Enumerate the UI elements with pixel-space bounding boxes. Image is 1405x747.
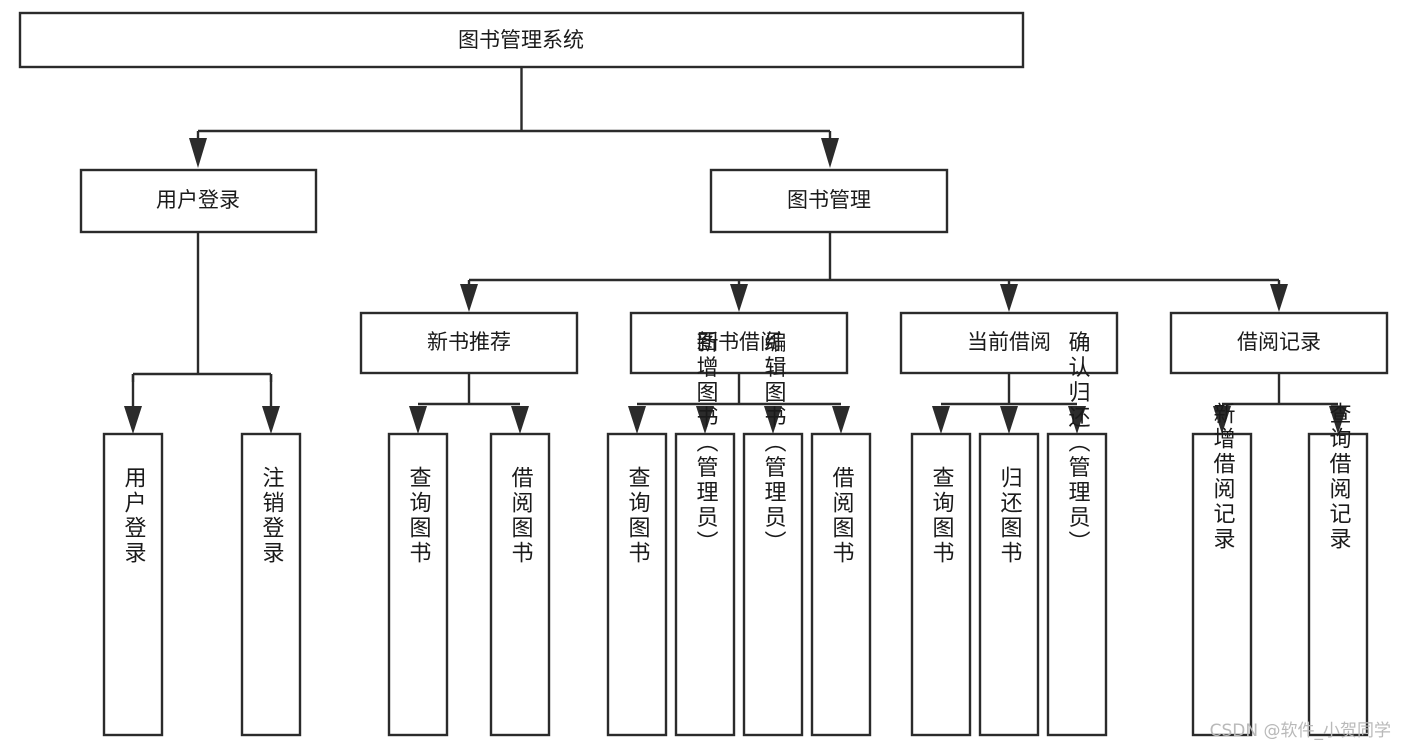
arrow-icon [511,406,529,434]
connector-borrow-record-to-leaves [1213,373,1347,434]
node-current-borrow-label: 当前借阅 [967,330,1051,354]
connector-new-book-to-leaves [409,373,529,434]
node-user-login[interactable]: 用户登录 [79,168,318,234]
node-leaf-add-book-admin[interactable]: 新增图书（管理员） [674,331,736,737]
node-leaf-query-book-borrow-label: 查询图书 [625,466,651,566]
connector-book-borrow-to-leaves [628,373,850,434]
node-leaf-borrow-book[interactable]: 借阅图书 [810,432,872,737]
node-leaf-query-book-current-label: 查询图书 [929,466,955,566]
node-leaf-query-book-recommend-label: 查询图书 [406,466,432,566]
node-user-login-label: 用户登录 [156,188,240,212]
node-leaf-query-borrow-record[interactable]: 查询借阅记录 [1307,402,1369,737]
node-book-management-label: 图书管理 [787,188,871,212]
arrow-icon [1068,406,1086,434]
node-leaf-query-book-borrow[interactable]: 查询图书 [606,432,668,737]
node-leaf-query-book-recommend[interactable]: 查询图书 [387,432,449,737]
arrow-icon [696,406,714,434]
arrow-icon [1000,406,1018,434]
node-root-book-management-system[interactable]: 图书管理系统 [18,11,1025,69]
arrow-icon [1000,284,1018,312]
node-new-book-recommend-label: 新书推荐 [427,330,511,354]
arrow-icon [821,138,839,168]
arrow-icon [832,406,850,434]
node-borrow-record[interactable]: 借阅记录 [1169,311,1389,375]
node-leaf-query-borrow-record-label: 查询借阅记录 [1326,402,1352,552]
node-current-borrow[interactable]: 当前借阅 [899,311,1119,375]
node-leaf-logout-label: 注销登录 [259,466,285,566]
node-leaf-query-book-current[interactable]: 查询图书 [910,432,972,737]
node-leaf-borrow-book-recommend[interactable]: 借阅图书 [489,432,551,737]
arrow-icon [1270,284,1288,312]
node-leaf-return-book-label: 归还图书 [997,466,1023,566]
arrow-icon [1329,406,1347,434]
arrow-icon [189,138,207,168]
arrow-icon [460,284,478,312]
node-leaf-borrow-book-recommend-label: 借阅图书 [508,466,534,566]
arrow-icon [764,406,782,434]
arrow-icon [932,406,950,434]
connector-user-login-to-leaves [124,232,280,434]
node-leaf-edit-book-admin-label: 编辑图书（管理员） [761,331,787,556]
node-book-borrow[interactable]: 图书借阅 [629,311,849,375]
connector-root-to-level2 [189,67,839,168]
node-leaf-user-login-label: 用户登录 [121,466,147,566]
node-leaf-logout[interactable]: 注销登录 [240,432,302,737]
connector-current-borrow-to-leaves [932,373,1086,434]
arrow-icon [1213,406,1231,434]
arrow-icon [262,406,280,434]
node-leaf-edit-book-admin[interactable]: 编辑图书（管理员） [742,331,804,737]
node-leaf-user-login[interactable]: 用户登录 [102,432,164,737]
arrow-icon [409,406,427,434]
node-leaf-add-borrow-record[interactable]: 新增借阅记录 [1191,402,1253,737]
arrow-icon [124,406,142,434]
node-leaf-return-book[interactable]: 归还图书 [978,432,1040,737]
arrow-icon [730,284,748,312]
node-leaf-confirm-return-admin[interactable]: 确认归还（管理员） [1046,331,1108,737]
node-leaf-add-book-admin-label: 新增图书（管理员） [693,331,719,556]
node-leaf-add-borrow-record-label: 新增借阅记录 [1210,402,1236,552]
node-leaf-confirm-return-admin-label: 确认归还（管理员） [1065,331,1091,556]
node-new-book-recommend[interactable]: 新书推荐 [359,311,579,375]
node-borrow-record-label: 借阅记录 [1237,330,1321,354]
arrow-icon [628,406,646,434]
node-book-management[interactable]: 图书管理 [709,168,949,234]
node-book-borrow-label: 图书借阅 [697,330,781,354]
node-root-label: 图书管理系统 [458,28,584,52]
connector-book-mgmt-to-level3 [460,232,1288,312]
node-leaf-borrow-book-label: 借阅图书 [829,466,855,566]
